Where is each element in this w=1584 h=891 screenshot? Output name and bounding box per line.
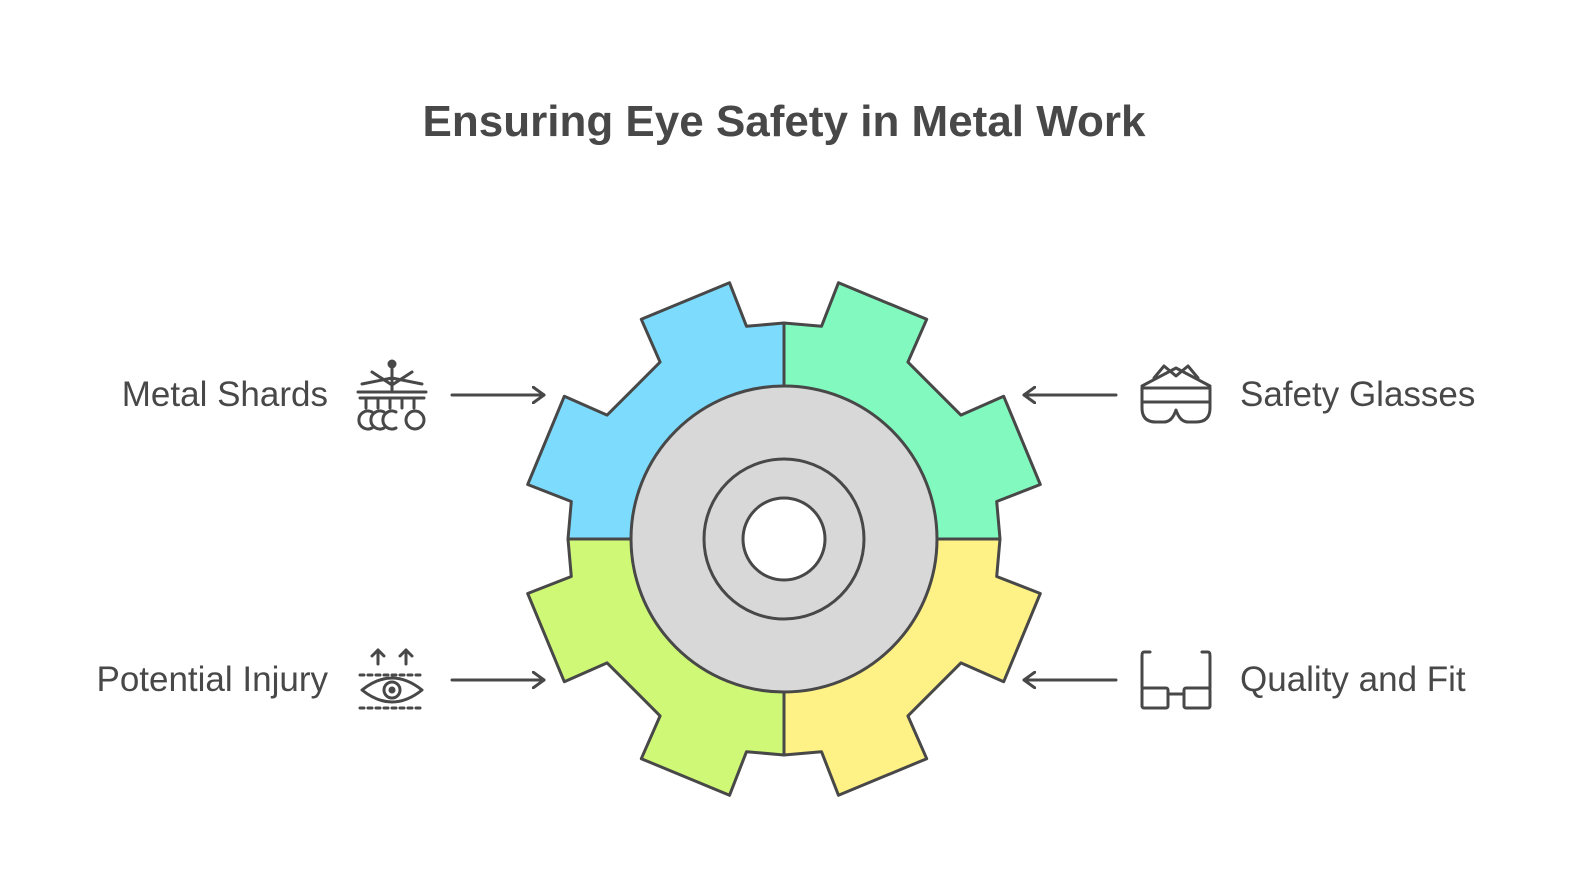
label-potential-injury: Potential Injury — [96, 660, 328, 699]
glasses-frame-icon — [1140, 650, 1212, 710]
diagram-title: Ensuring Eye Safety in Metal Work — [422, 97, 1146, 146]
label-quality-and-fit: Quality and Fit — [1240, 660, 1466, 699]
eye-injury-icon — [358, 648, 426, 710]
label-metal-shards: Metal Shards — [121, 375, 328, 414]
gear-center-hole — [741, 496, 827, 582]
safety-goggles-icon — [1140, 364, 1212, 424]
label-safety-glasses: Safety Glasses — [1240, 375, 1476, 414]
metal-shards-icon — [356, 359, 428, 431]
